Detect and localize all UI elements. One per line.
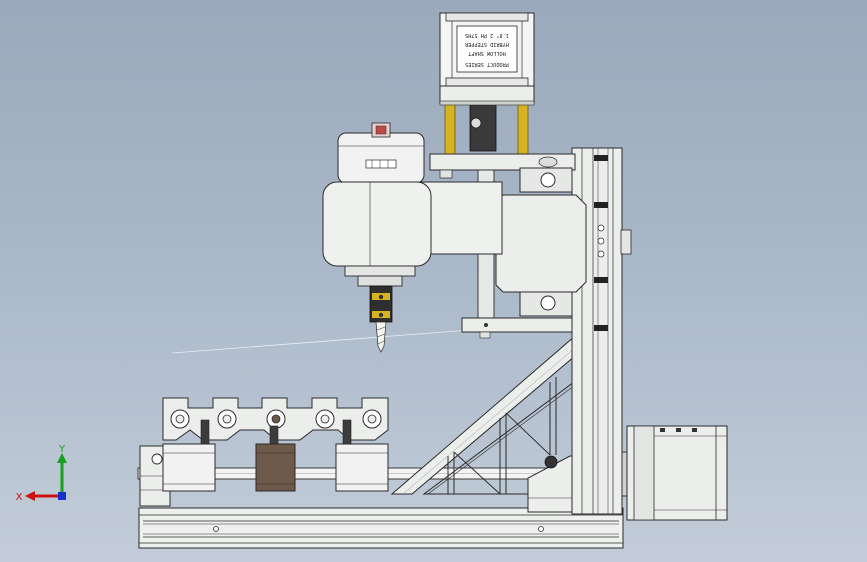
x-axis-label: X — [16, 492, 23, 503]
motor-plate-line-3: 1.8° 2 PH 57HS — [465, 32, 509, 38]
y-axis-label: Y — [58, 444, 66, 455]
motor-plate-line-1: HOLLOW SHAFT — [468, 50, 505, 56]
top-crossbar — [429, 153, 576, 179]
z-stepper-motor: PRODUCT SERIES HOLLOW SHAFT HYBRID STEPP… — [439, 12, 535, 104]
guide-rods — [439, 100, 535, 156]
motor-nameplate — [456, 25, 518, 73]
coordinate-triad-icon: Y X — [16, 444, 67, 503]
slide-block-left — [162, 443, 216, 492]
work-table-profile — [162, 397, 389, 445]
construction-line — [171, 329, 471, 354]
base-rail — [138, 507, 624, 549]
spindle-motor — [322, 122, 432, 287]
carriage-plate — [495, 167, 587, 317]
motor-plate-header: PRODUCT SERIES — [465, 61, 509, 67]
z-axis-dot — [58, 492, 66, 500]
lower-shelf — [461, 317, 573, 339]
bit-holder-icon — [369, 285, 393, 353]
motor-plate-line-2: HYBRID STEPPER — [464, 41, 509, 47]
slide-block-right — [335, 443, 389, 492]
slide-block-center — [255, 443, 296, 492]
base-stepper-motor — [621, 425, 728, 521]
